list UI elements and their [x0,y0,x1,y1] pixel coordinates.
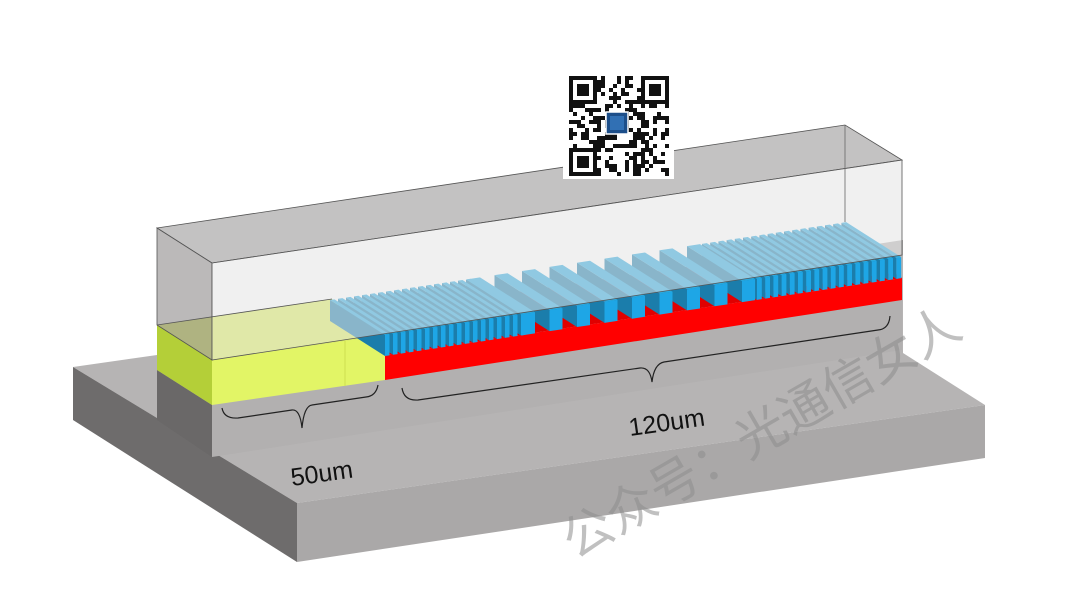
mesa-front-face [212,300,902,457]
grating-tooth-front [659,291,673,315]
grating-tooth-front [757,278,762,300]
grating-tooth-front [549,308,563,332]
grating-tooth-front [481,319,486,342]
grating-tooth-front [497,317,502,340]
grating-tooth-front [789,273,795,295]
brace-50um [221,384,379,429]
grating-tooth-front [830,267,836,289]
grating-tooth-front [781,274,787,297]
grating-tooth-front [888,258,893,281]
qr-code-icon [563,73,674,179]
grating-tooth-front [513,315,518,337]
yellow-left-face [157,325,212,405]
grating-tooth-front [687,287,700,311]
grating-tooth-front [871,260,877,283]
grating-tooth-front [457,323,462,346]
grating-tooth-front [489,318,494,341]
grating-tooth-front [822,268,828,290]
grating-tooth-front [417,329,422,352]
red-front-face [385,278,902,380]
substrate-front-face [297,405,985,562]
yellow-front-face [212,335,385,405]
grating-tooth-front [814,269,820,292]
grating-tooth-front [798,271,803,294]
grating-tooth-front [863,262,869,284]
cladding-front-face [211,159,903,361]
grating-tooth-front [806,270,811,293]
grating-tooth-front [521,313,526,336]
grating-tooth-front [855,263,861,286]
grating-tooth-front [880,259,885,282]
grating-tooth-front [441,325,446,348]
mesa-left-face [157,370,212,457]
grating-tooth-front [449,324,454,347]
substrate-left-face [73,367,297,562]
grating-tooth-front [765,276,770,299]
grating-tooth-front [577,304,590,328]
grating-tooth-front [896,257,902,279]
grating-tooth-front [425,328,430,350]
grating-tooth-front [632,295,645,319]
grating-tooth-front [604,299,618,323]
grating-tooth-front [433,327,438,349]
grating-tooth-front [393,333,398,355]
mesa [157,300,902,457]
grating-tooth-front [847,264,852,287]
grating-tooth-front [839,265,844,288]
grating-tooth-front [409,330,414,353]
grating-tooth-front [773,275,779,298]
grating-tooth-front [465,322,470,344]
grating-tooth-front [401,331,406,354]
grating-tooth-front [714,283,728,307]
grating-tooth-front [505,316,510,338]
cladding-back-bottom-edge [156,298,333,326]
grating-tooth-front [742,279,755,303]
grating-tooth-front [385,334,390,356]
grating-tooth-front [473,321,478,343]
brace-120um [401,315,891,401]
